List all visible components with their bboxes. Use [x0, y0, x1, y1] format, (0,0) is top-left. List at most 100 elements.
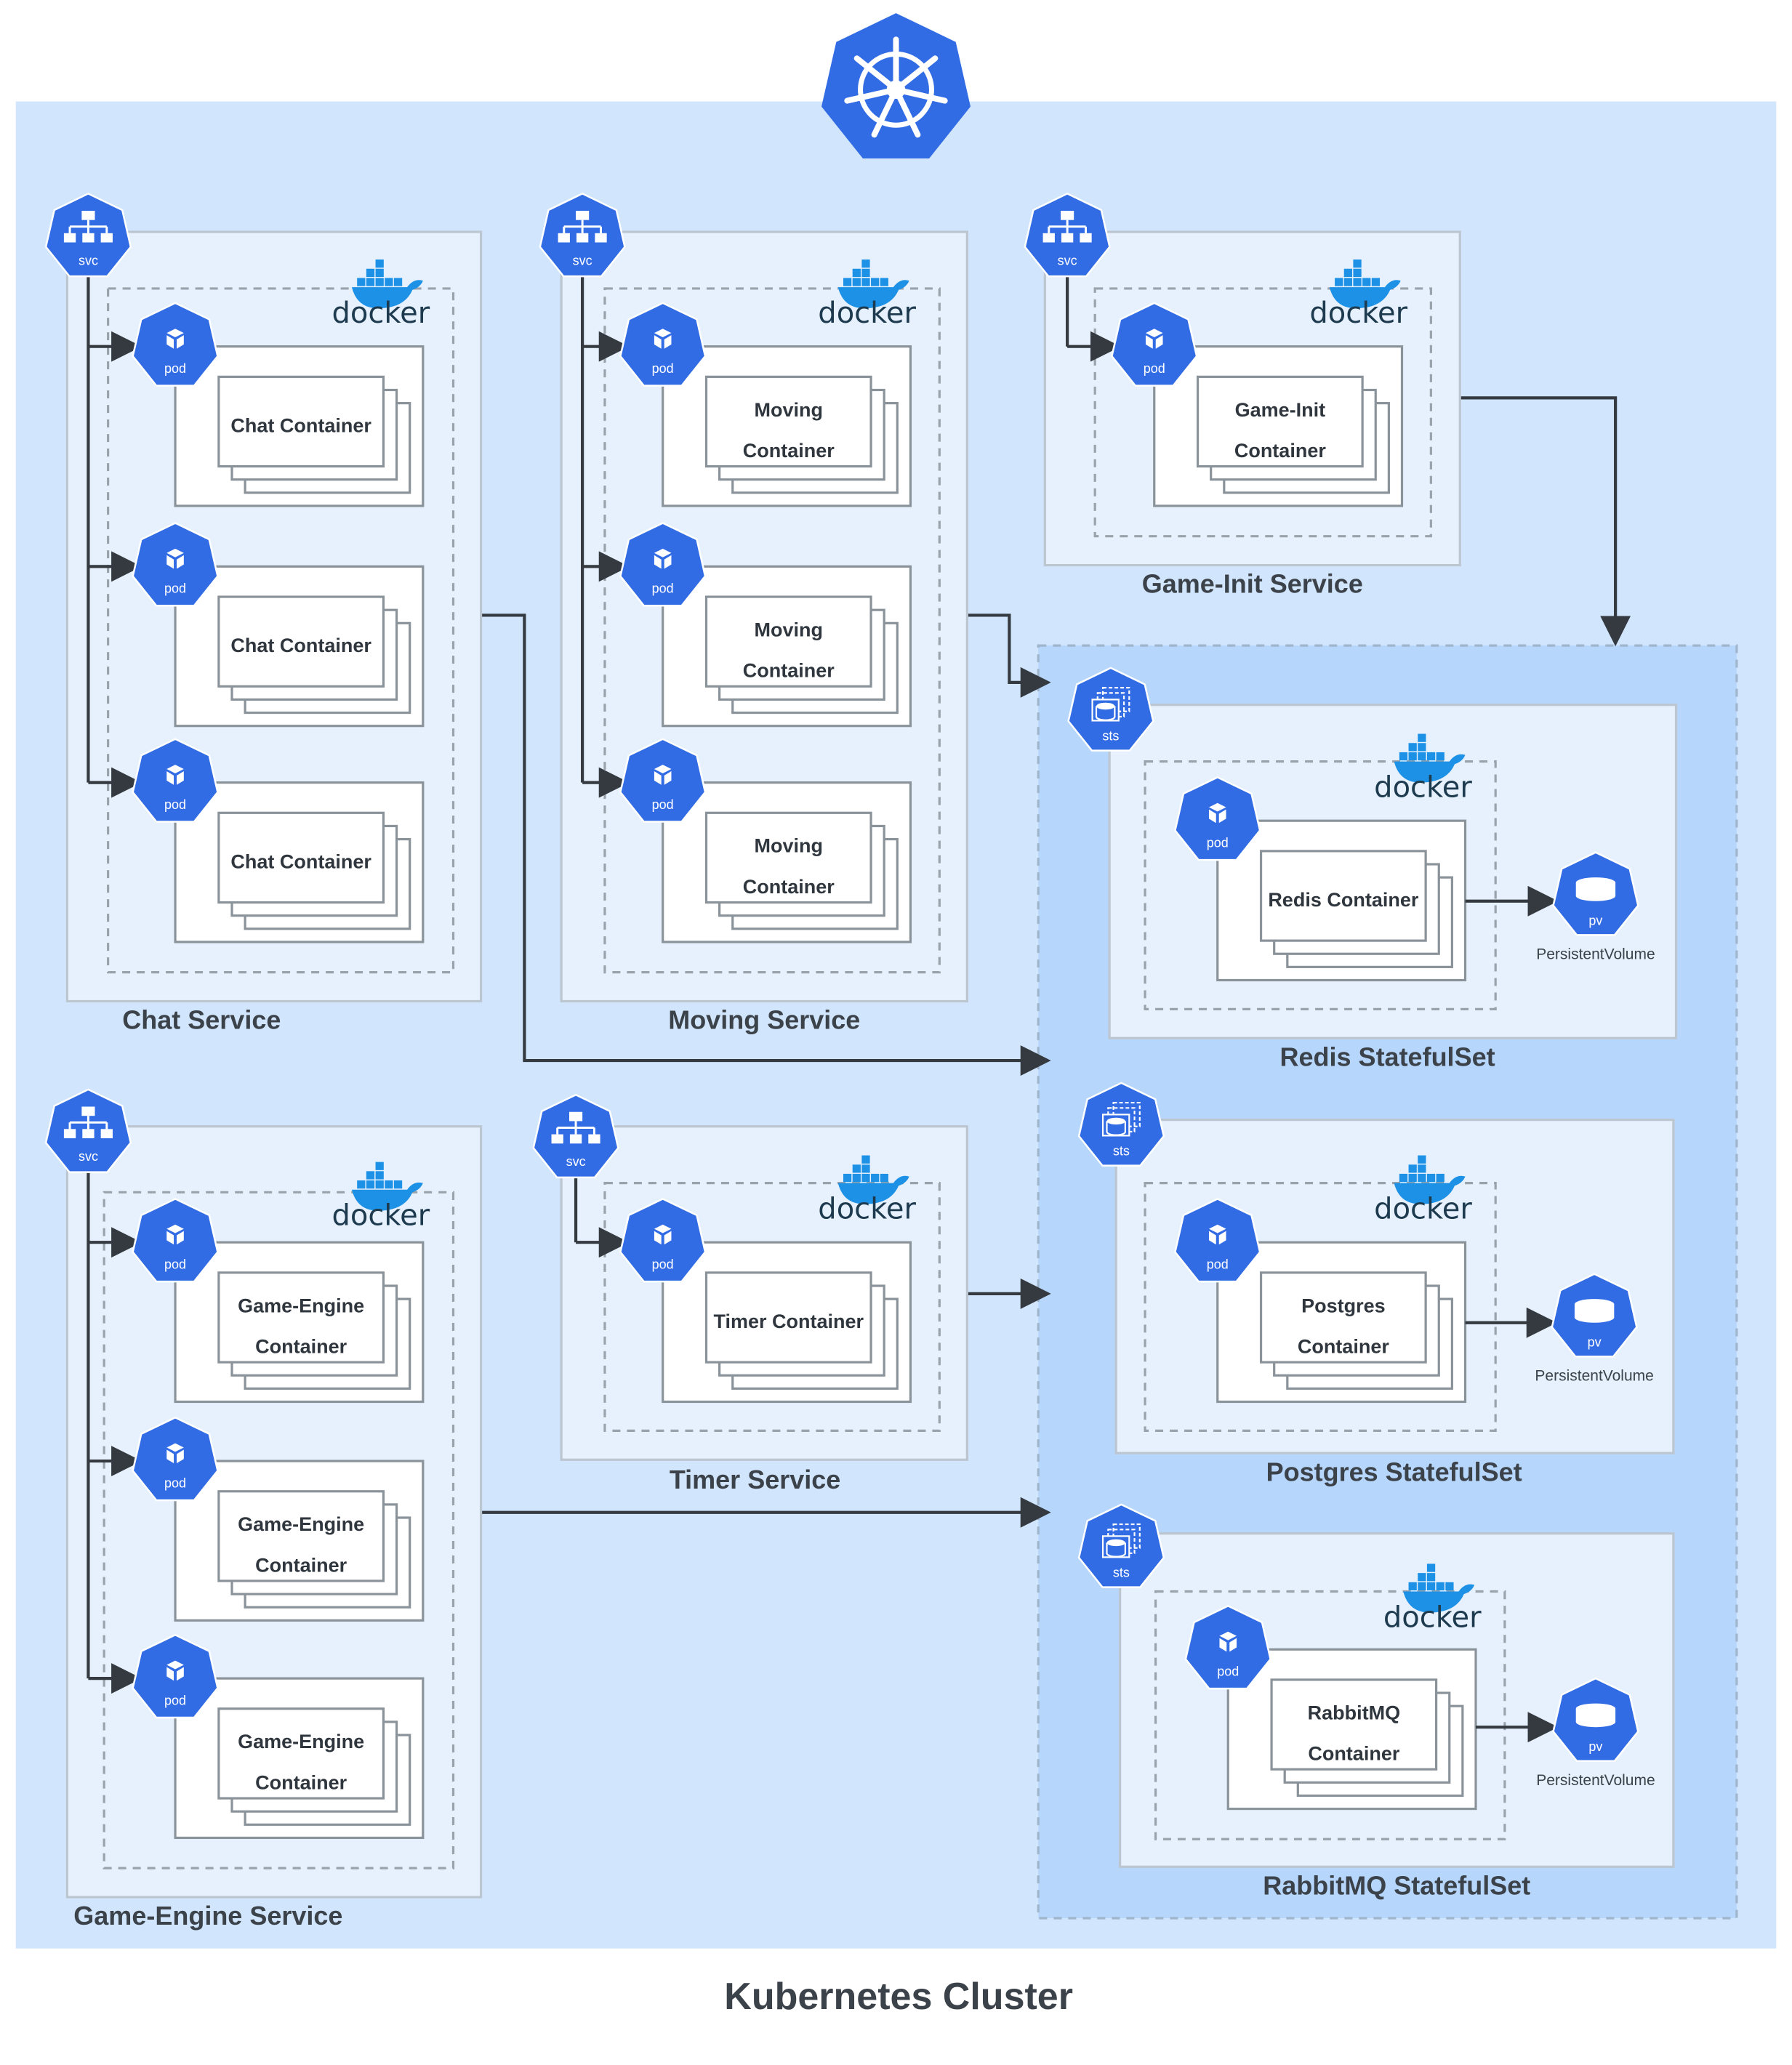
docker-container-block — [393, 1180, 403, 1189]
docker-container-block — [393, 278, 403, 286]
persistent-volume-label: PersistentVolume — [1536, 1772, 1655, 1789]
sts-label: sts — [1113, 1566, 1130, 1580]
docker-container-block — [1426, 1582, 1436, 1591]
pod-label: pod — [164, 1693, 186, 1707]
docker-container-block — [1418, 743, 1426, 752]
docker-logo: docker — [1374, 733, 1472, 805]
docker-container-block — [861, 259, 870, 268]
container-stack: RabbitMQ Container — [1270, 1678, 1464, 1798]
docker-container-block — [385, 1180, 393, 1189]
statefulset-title: Redis StatefulSet — [1280, 1042, 1495, 1071]
docker-container-block — [1418, 1173, 1426, 1183]
container-card — [704, 595, 872, 688]
container-label: Chat Container — [230, 415, 371, 437]
docker-container-block — [375, 259, 384, 268]
docker-container-block — [843, 1173, 852, 1183]
docker-container-block — [1399, 752, 1408, 761]
statefulset-postgres: dockerPostgresContainerpodpvPersistentVo… — [1077, 1082, 1675, 1486]
container-label-line2: Container — [1308, 1743, 1400, 1765]
container-label-line2: Container — [743, 660, 835, 682]
docker-logo: docker — [1383, 1563, 1482, 1634]
docker-wordmark: docker — [1374, 771, 1472, 805]
container-card — [704, 375, 872, 468]
container-label: Redis Container — [1268, 889, 1419, 911]
pod-box: Redis Container pod — [1174, 776, 1467, 982]
container-label-line2: Container — [743, 876, 835, 898]
pod-label: pod — [1207, 1257, 1229, 1271]
container-stack: Chat Container — [217, 811, 411, 930]
pod-icon: pod — [619, 1198, 707, 1283]
docker-container-block — [1418, 1582, 1426, 1591]
pod-label: pod — [652, 361, 674, 376]
docker-container-block — [366, 1180, 375, 1189]
docker-whale — [837, 280, 909, 309]
svc-icon: svc — [532, 1093, 619, 1179]
svc-icon: svc — [44, 193, 132, 278]
container-stack: Timer Container — [704, 1271, 899, 1390]
docker-runtime-boundary — [107, 287, 455, 974]
docker-container-block — [375, 278, 384, 286]
container-label: Timer Container — [714, 1311, 864, 1332]
docker-logo: docker — [818, 259, 917, 330]
docker-container-block — [1353, 268, 1362, 277]
pod-label: pod — [164, 797, 186, 812]
pod-icon: pod — [1174, 776, 1261, 861]
docker-container-block — [1436, 1582, 1445, 1591]
pod-icon: pod — [1184, 1605, 1271, 1690]
pod-label: pod — [1207, 835, 1229, 850]
svc-icon: svc — [1024, 193, 1111, 278]
statefulset-title: Postgres StatefulSet — [1266, 1457, 1522, 1486]
container-label-line1: RabbitMQ — [1308, 1702, 1401, 1723]
docker-container-block — [843, 278, 852, 286]
docker-container-block — [1343, 268, 1352, 277]
docker-container-block — [861, 268, 870, 277]
docker-container-block — [1408, 752, 1417, 761]
docker-whale — [837, 1175, 909, 1204]
svc-icon: svc — [44, 1088, 132, 1173]
container-label-line1: Postgres — [1301, 1295, 1386, 1316]
docker-runtime-boundary — [103, 1191, 455, 1869]
svc-label: svc — [566, 1154, 586, 1169]
docker-container-block — [1408, 1173, 1417, 1183]
container-card — [1270, 1678, 1438, 1771]
sts-label: sts — [1113, 1144, 1130, 1159]
docker-wordmark: docker — [1309, 297, 1407, 330]
docker-wordmark: docker — [332, 1199, 430, 1233]
svc-label: svc — [79, 1149, 98, 1164]
container-label-line1: Game-Init — [1235, 399, 1326, 421]
docker-container-block — [871, 1173, 880, 1183]
docker-whale — [351, 1182, 423, 1211]
container-label-line1: Game-Engine — [238, 1295, 364, 1316]
container-card — [1259, 850, 1427, 942]
docker-whale — [1329, 280, 1401, 309]
pod-label: pod — [652, 1257, 674, 1271]
docker-container-block — [1362, 278, 1371, 286]
container-label-line2: Container — [1234, 440, 1327, 462]
docker-container-block — [1436, 752, 1445, 761]
docker-container-block — [375, 268, 384, 277]
docker-container-block — [1426, 752, 1436, 761]
docker-runtime-boundary — [1144, 1182, 1497, 1432]
container-stack: Chat Container — [217, 375, 411, 494]
pod-label: pod — [652, 797, 674, 812]
docker-container-block — [1408, 743, 1417, 752]
pod-icon: pod — [1174, 1198, 1261, 1283]
docker-container-block — [357, 1180, 366, 1189]
pod-box: RabbitMQ Container pod — [1184, 1605, 1477, 1811]
docker-container-block — [366, 1171, 375, 1180]
sts-icon: sts — [1077, 1082, 1165, 1167]
chat-to-statefulsets-arrow — [481, 613, 1051, 1076]
